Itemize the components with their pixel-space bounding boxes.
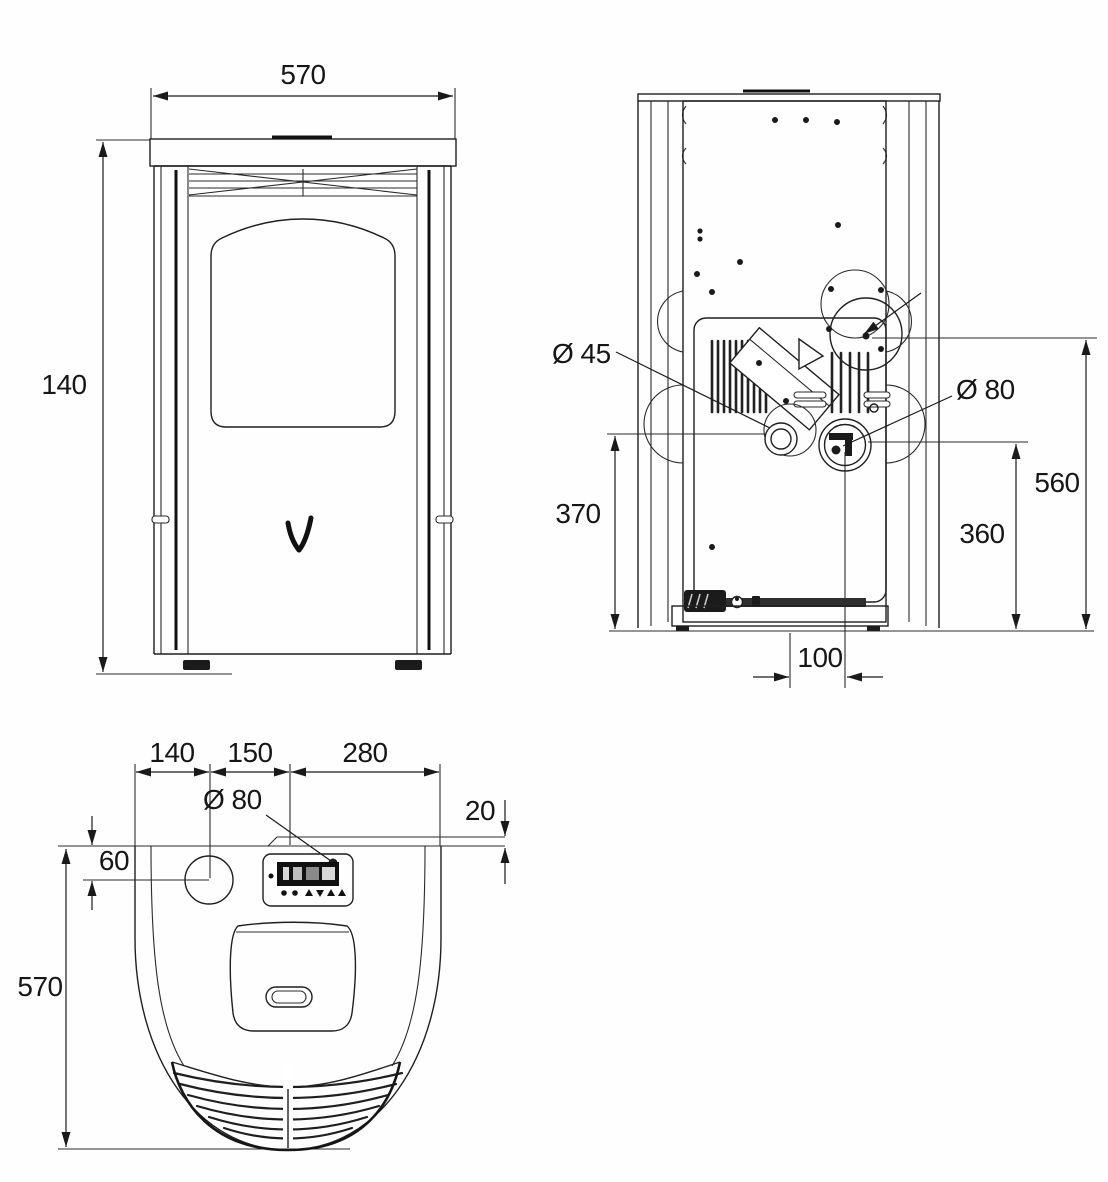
top-flue-inset-dimension: 60 xyxy=(83,816,209,910)
front-height-dimension: 140 xyxy=(41,139,232,675)
rear-flue-height-label: 360 xyxy=(959,518,1004,549)
top-depth-label: 570 xyxy=(17,971,62,1002)
rear-smoke-fan xyxy=(820,269,922,371)
rear-pill-vents xyxy=(793,391,891,408)
rear-screw-dots xyxy=(694,117,884,550)
front-body xyxy=(151,165,454,670)
front-left-handle xyxy=(151,515,170,524)
front-height-label: 140 xyxy=(41,369,86,400)
door-handle xyxy=(265,986,313,1008)
rear-base xyxy=(671,590,889,631)
front-right-foot xyxy=(395,660,422,670)
rear-flue-offset-label: 100 xyxy=(797,642,842,673)
rear-total-height-dimension: 560 xyxy=(872,337,1097,629)
rear-vent-slats-right xyxy=(830,351,870,414)
front-top-lid xyxy=(149,135,457,167)
rear-air-intake-45 xyxy=(763,403,817,457)
rear-large-flue-dimension: Ø 80 xyxy=(842,374,1015,447)
top-overhang-label: 20 xyxy=(465,795,495,826)
rear-top-lid xyxy=(637,89,941,102)
rear-total-height-label: 560 xyxy=(1034,467,1079,498)
front-view: 570 140 xyxy=(41,59,457,675)
rear-large-flue-label: Ø 80 xyxy=(956,374,1015,405)
front-right-handle xyxy=(435,515,454,524)
control-panel-buttons xyxy=(281,889,346,897)
front-left-foot xyxy=(183,660,210,670)
front-width-label: 570 xyxy=(280,59,325,90)
front-door-glass xyxy=(210,218,396,428)
top-flue-label: Ø 80 xyxy=(203,784,262,815)
top-width-dimensions: 140 150 280 xyxy=(134,737,441,878)
rear-view: Ø 45 370 Ø 80 560 360 100 xyxy=(552,89,1097,688)
rear-flue-offset-dimension: 100 xyxy=(753,633,883,688)
power-switch xyxy=(730,595,744,609)
rear-fan-arcs xyxy=(643,290,926,464)
top-overhang-dimension: 20 xyxy=(465,795,510,884)
rear-small-flue-dimension: Ø 45 xyxy=(552,338,771,429)
top-segment-mid-label: 150 xyxy=(227,737,272,768)
top-flue-circle xyxy=(184,855,234,905)
top-flue-dimension: Ø 80 xyxy=(203,784,338,868)
hopper-door xyxy=(229,921,357,1032)
top-flue-inset-label: 60 xyxy=(99,845,129,876)
front-air-grill xyxy=(170,1061,404,1152)
brand-logo-v xyxy=(285,515,314,553)
top-view: 140 150 280 Ø 80 20 60 xyxy=(17,737,510,1152)
top-segment-left-label: 140 xyxy=(149,737,194,768)
front-top-grille xyxy=(188,168,418,197)
front-width-dimension: 570 xyxy=(150,59,456,139)
rear-small-flue-label: Ø 45 xyxy=(552,338,611,369)
rear-left-height-label: 370 xyxy=(555,498,600,529)
rear-flue-height-dimension: 360 xyxy=(868,441,1028,629)
control-panel xyxy=(262,853,354,907)
top-segment-right-label: 280 xyxy=(342,737,387,768)
rear-side-panels xyxy=(637,101,940,628)
top-depth-dimension: 570 xyxy=(17,849,350,1150)
rear-left-height-dimension: 370 xyxy=(555,433,766,629)
rear-pellet-chute xyxy=(728,326,840,431)
